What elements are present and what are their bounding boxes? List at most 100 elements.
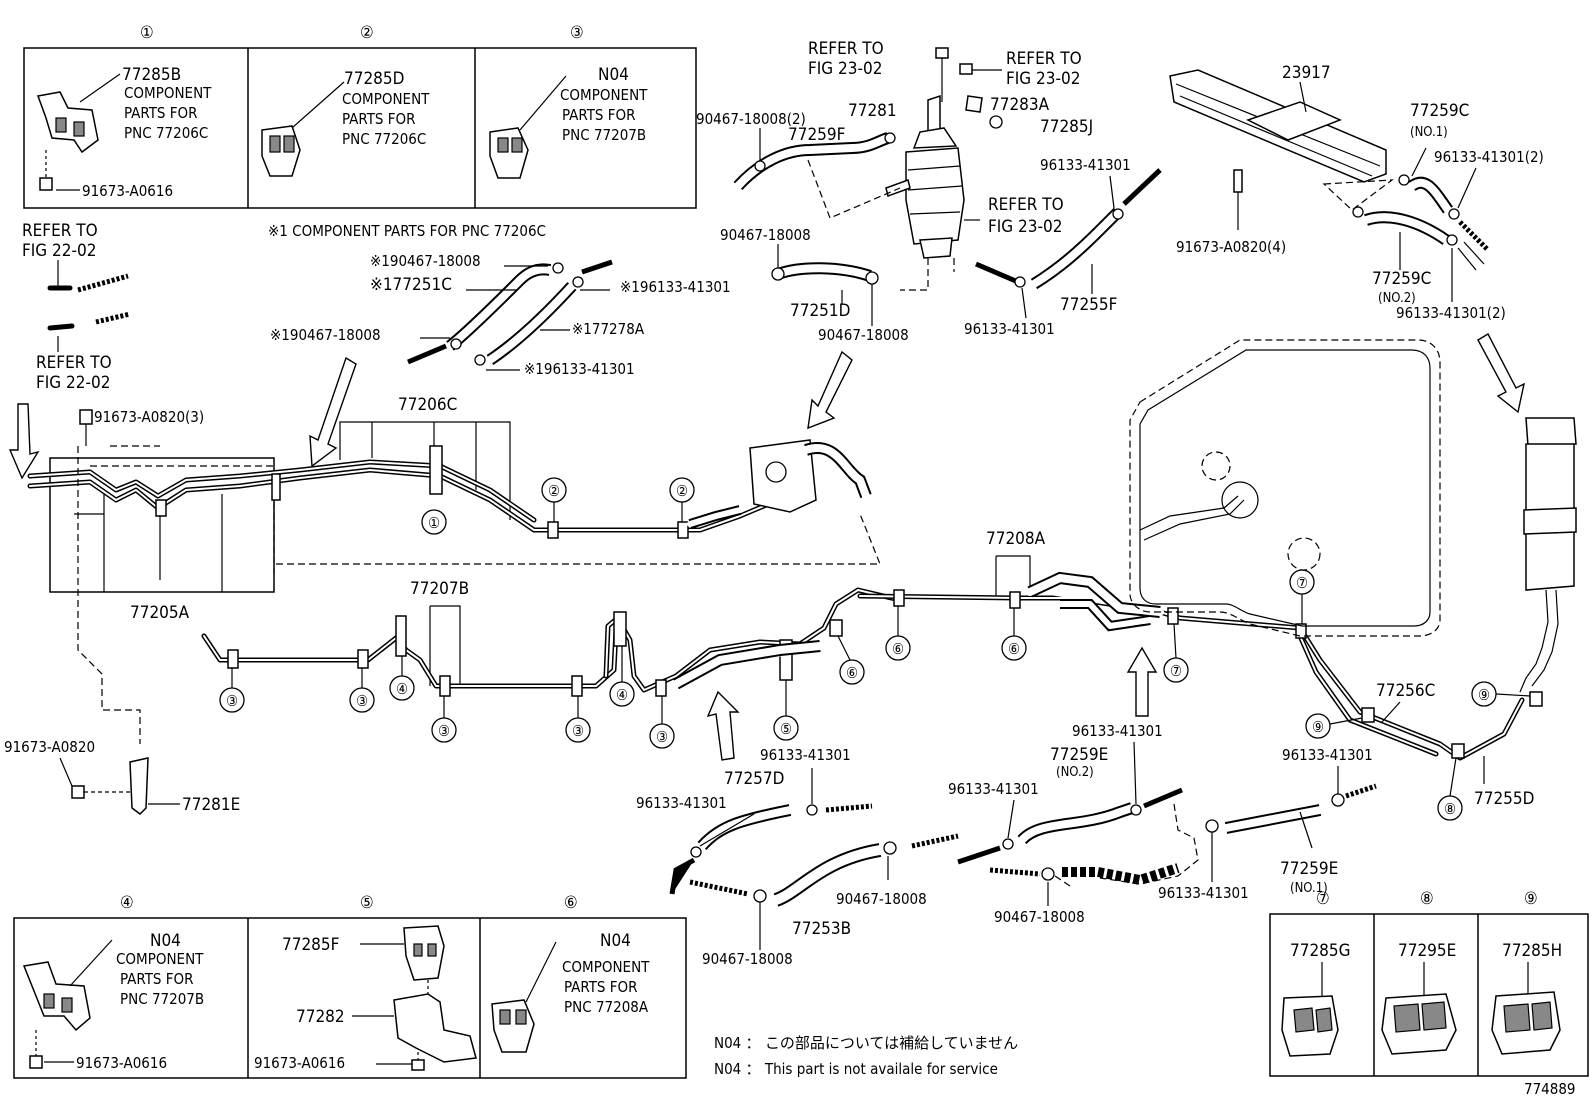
- label-96133-41301-c: 96133-41301: [760, 746, 851, 764]
- callout-7-a: ⑦: [1170, 662, 1182, 680]
- label-77206C: 77206C: [398, 395, 457, 415]
- callout-3: ③: [570, 23, 584, 43]
- label-77255F: 77255F: [1060, 295, 1117, 315]
- label-x77278A: ※177278A: [572, 320, 645, 338]
- callout-4-b: ④: [616, 686, 628, 704]
- hose-77255F: [975, 168, 1162, 319]
- callout-2-pipe-a: ②: [548, 482, 560, 500]
- arrow-hose-77257D: [706, 690, 740, 761]
- callout-6-a: ⑥: [846, 664, 858, 682]
- label-77282: 77282: [296, 1007, 345, 1027]
- callout-3-b: ③: [356, 692, 368, 710]
- label-77285B: 77285B: [122, 65, 181, 85]
- label-77251D: 77251D: [790, 301, 850, 321]
- fig-23-02-1: FIG 23-02: [808, 59, 882, 79]
- clip-77285D-icon: [261, 125, 301, 177]
- text-pnc-77207B-4: PNC 77207B: [120, 990, 204, 1008]
- text-component-2: COMPONENT: [342, 90, 430, 108]
- hose-77259E-no2: [957, 741, 1199, 906]
- label-77259E-2: 77259E: [1280, 859, 1338, 879]
- callout-3-d: ③: [572, 722, 584, 740]
- bracket-77282-icon: [393, 993, 477, 1071]
- label-77259C-2: 77259C: [1372, 269, 1431, 289]
- hose-77259E-no1: [1205, 766, 1377, 849]
- clip-77285G-icon: [1281, 995, 1339, 1057]
- fuel-tank-outline: [1129, 339, 1441, 637]
- refer-to-4: REFER TO: [1006, 49, 1082, 69]
- callouts-rear: ⑥ ⑥ ⑦ ⑦ ⑨ ⑧ ⑨: [885, 569, 1531, 821]
- callout-2-pipe-b: ②: [676, 482, 688, 500]
- fuel-pump-head-icon: [687, 439, 872, 529]
- fuel-filter-icon: [885, 47, 1003, 291]
- label-96133-41301-g: 96133-41301: [1158, 884, 1249, 902]
- canister-23917-icon: [1169, 69, 1394, 230]
- label-77207B: 77207B: [410, 579, 469, 599]
- text-component-3: COMPONENT: [560, 86, 648, 104]
- callout-6-c: ⑥: [1008, 640, 1020, 658]
- label-x77251C: ※177251C: [370, 275, 452, 295]
- clip-77285F-icon: [403, 925, 445, 1000]
- label-x96133-41301-a: ※196133-41301: [620, 278, 731, 296]
- label-96133-41301-f: 96133-41301: [948, 780, 1039, 798]
- label-77281E: 77281E: [182, 795, 240, 815]
- label-77285F: 77285F: [282, 935, 339, 955]
- label-90467-18008-g: 90467-18008: [994, 908, 1085, 926]
- bracket-77281E-icon: [71, 757, 149, 815]
- hose-77251C: [407, 259, 613, 371]
- label-96133-41301-2-a: 96133-41301(2): [1434, 148, 1544, 166]
- arrow-canister: [1477, 333, 1525, 414]
- text-parts-for-2: PARTS FOR: [342, 110, 416, 128]
- label-77253B: 77253B: [792, 919, 851, 939]
- text-component-6: COMPONENT: [562, 958, 650, 976]
- hose-77259C: [1352, 147, 1490, 302]
- label-77285D: 77285D: [344, 69, 404, 89]
- text-no2-b: (NO.2): [1056, 765, 1094, 780]
- pipe-77207B: [201, 587, 903, 697]
- text-component-4: COMPONENT: [116, 950, 204, 968]
- arrow-hose-77259E: [1126, 646, 1158, 717]
- fig-22-02-2: FIG 22-02: [36, 373, 110, 393]
- refer-to-3: REFER TO: [808, 39, 884, 59]
- label-91673-A0820-3: 91673-A0820(3): [94, 408, 204, 426]
- label-77257D: 77257D: [724, 769, 784, 789]
- figure-number: 774889: [1524, 1080, 1576, 1098]
- label-77285G: 77285G: [1290, 941, 1351, 961]
- text-pnc-77206C-2: PNC 77206C: [342, 130, 426, 148]
- label-N04-4: N04: [150, 931, 181, 951]
- callout-9: ⑨: [1524, 889, 1538, 909]
- callout-8: ⑧: [1444, 800, 1456, 818]
- text-no2-a: (NO.2): [1378, 291, 1416, 306]
- hose-77259F: [733, 128, 901, 219]
- text-parts-for-4: PARTS FOR: [120, 970, 194, 988]
- callout-7: ⑦: [1316, 889, 1330, 909]
- label-96133-41301-e: 96133-41301: [1072, 722, 1163, 740]
- label-91673-A0616-4: 91673-A0616: [76, 1054, 167, 1072]
- label-90467-18008-c: 90467-18008: [720, 226, 811, 244]
- text-pnc-77206C: PNC 77206C: [124, 124, 208, 142]
- callout-8-box: ⑧: [1420, 889, 1434, 909]
- clip-77285H-icon: [1491, 991, 1561, 1055]
- text-pnc-77207B: PNC 77207B: [562, 126, 646, 144]
- clip-N04-6-icon: [491, 999, 535, 1053]
- note-n04-japanese: N04 ： この部品については補給していません: [714, 1034, 1018, 1052]
- text-parts-for-6: PARTS FOR: [564, 978, 638, 996]
- text-no1-a: (NO.1): [1410, 125, 1448, 140]
- label-77285H: 77285H: [1502, 941, 1562, 961]
- detail-box-7-9: ⑦ ⑧ ⑨ 77285G 77295E 77285H: [1269, 889, 1589, 1077]
- label-91673-A0820: 91673-A0820: [4, 738, 95, 756]
- callout-9-a: ⑨: [1312, 718, 1324, 736]
- clip-77285B-icon: [36, 91, 99, 191]
- hose-77257D: [669, 768, 873, 895]
- arrow-left: [8, 403, 40, 480]
- label-96133-41301-a: 96133-41301: [1040, 156, 1131, 174]
- clip-N04-icon: [489, 127, 529, 179]
- refer-to-1: REFER TO: [22, 221, 98, 241]
- note-component-parts: ※1 COMPONENT PARTS FOR PNC 77206C: [268, 222, 546, 240]
- label-23917: 23917: [1282, 63, 1331, 83]
- text-component: COMPONENT: [124, 84, 212, 102]
- label-N04-6: N04: [600, 931, 631, 951]
- text-parts-for: PARTS FOR: [124, 104, 198, 122]
- fig-23-02-3: FIG 23-02: [988, 217, 1062, 237]
